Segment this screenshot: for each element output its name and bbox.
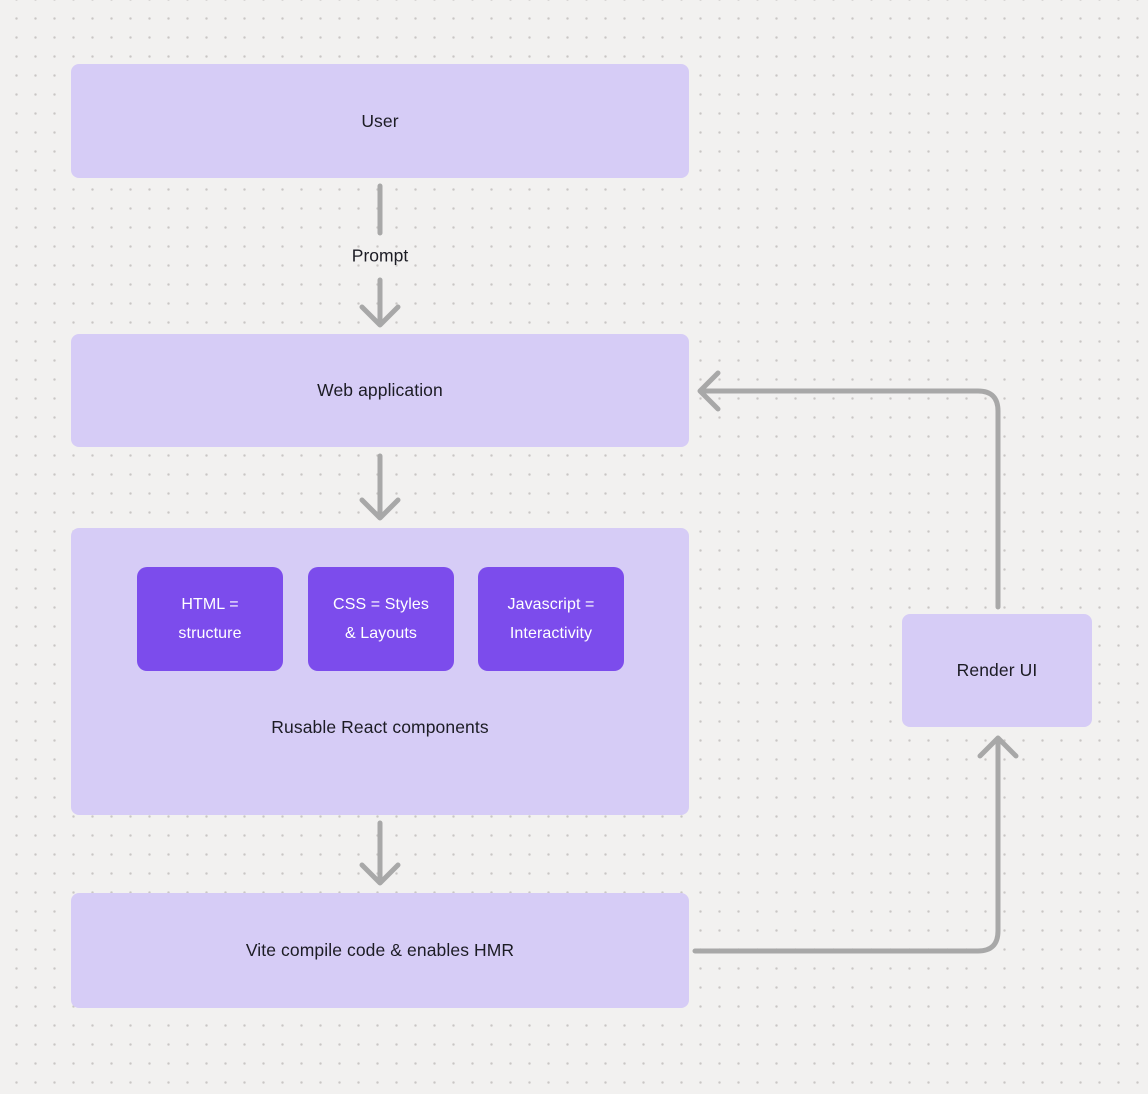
node-javascript: Javascript = Interactivity bbox=[478, 567, 624, 671]
edge-vite-to-renderui bbox=[692, 739, 1001, 954]
node-html: HTML = structure bbox=[137, 567, 283, 671]
node-vite: Vite compile code & enables HMR bbox=[71, 893, 689, 1008]
edge-renderui-to-webapp bbox=[698, 388, 1001, 610]
edge-label-prompt: Prompt bbox=[351, 245, 409, 266]
node-user-label: User bbox=[361, 110, 399, 131]
node-web-application: Web application bbox=[71, 334, 689, 447]
node-render-ui: Render UI bbox=[902, 614, 1092, 727]
arrowhead-down-vite-icon bbox=[359, 862, 401, 886]
node-html-line-1: HTML = bbox=[181, 596, 239, 613]
node-vite-label: Vite compile code & enables HMR bbox=[245, 940, 515, 960]
node-javascript-line-1: Javascript = bbox=[507, 596, 595, 613]
node-html-line-2: structure bbox=[178, 625, 242, 642]
node-web-application-label: Web application bbox=[317, 380, 443, 400]
arrowhead-left-webapp-icon bbox=[697, 370, 721, 412]
node-javascript-line-2: Interactivity bbox=[509, 625, 593, 642]
node-user: User bbox=[71, 64, 689, 178]
components-group-caption: Rusable React components bbox=[271, 717, 489, 737]
node-css: CSS = Styles & Layouts bbox=[308, 567, 454, 671]
node-components-group: HTML = structure CSS = Styles & Layouts … bbox=[71, 528, 689, 815]
node-css-line-2: & Layouts bbox=[344, 625, 418, 642]
arrowhead-up-renderui-icon bbox=[977, 735, 1019, 759]
node-css-line-1: CSS = Styles bbox=[333, 596, 429, 613]
arrowhead-down-components-icon bbox=[359, 497, 401, 521]
arrowhead-down-webapp-icon bbox=[359, 304, 401, 328]
node-render-ui-label: Render UI bbox=[956, 660, 1038, 680]
